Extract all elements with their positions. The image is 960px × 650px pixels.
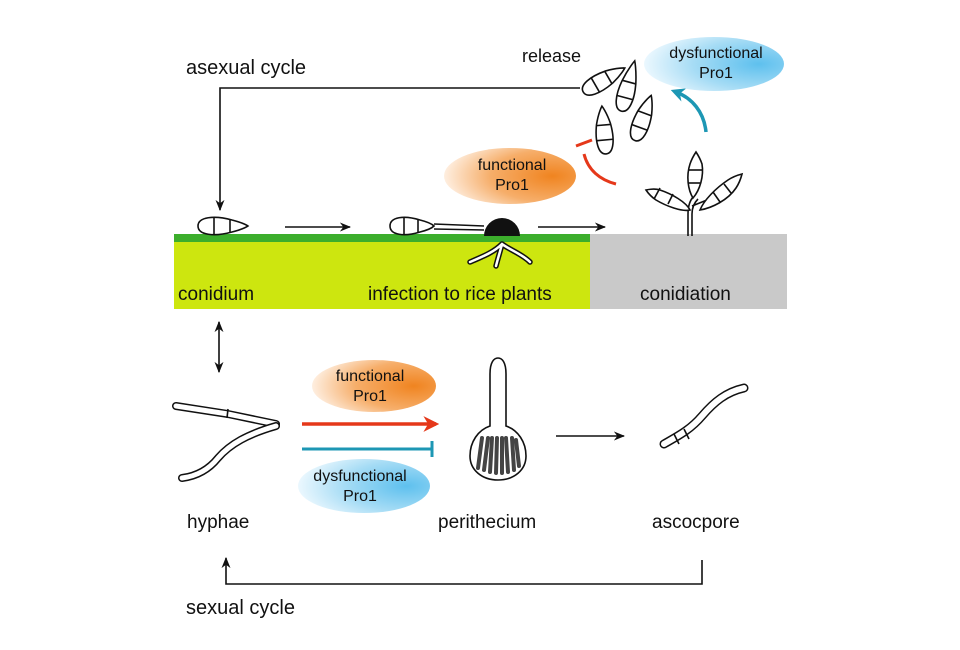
label-asexual-cycle: asexual cycle <box>186 57 306 79</box>
perithecium-icon <box>469 357 527 481</box>
functional-pro1-badge-top: functional Pro1 <box>444 148 576 204</box>
dysfunctional-pro1-badge-top: dysfunctional Pro1 <box>644 37 784 91</box>
label-sexual-cycle: sexual cycle <box>186 597 295 619</box>
svg-text:functional: functional <box>478 157 547 174</box>
label-release: release <box>522 46 581 66</box>
sexual-cycle-loop-arrow <box>221 556 703 585</box>
rice-leaf-edge <box>174 234 590 242</box>
infecting-conidium-icon <box>389 216 485 236</box>
appressorium-icon <box>484 218 520 236</box>
label-perithecium: perithecium <box>438 512 536 533</box>
label-hyphae: hyphae <box>187 512 249 533</box>
rice-leaf-surface <box>174 236 590 309</box>
inhibition-arc-red <box>582 153 617 186</box>
conidium-spore-icon <box>197 216 250 236</box>
svg-text:functional: functional <box>336 368 405 385</box>
hyphae-icon <box>172 402 280 482</box>
asexual-cycle-loop-arrow <box>215 87 580 212</box>
release-arrow-teal <box>670 88 708 133</box>
label-conidiation: conidiation <box>640 284 731 305</box>
svg-text:Pro1: Pro1 <box>495 177 529 194</box>
released-conidia-icon <box>581 59 653 155</box>
label-infection: infection to rice plants <box>368 284 552 305</box>
label-ascospore: ascocpore <box>652 512 740 533</box>
functional-pro1-badge-mid: functional Pro1 <box>312 360 436 412</box>
conidiophore-icon <box>644 150 744 236</box>
asci-cluster <box>476 436 521 475</box>
svg-text:dysfunctional: dysfunctional <box>313 468 406 485</box>
label-conidium: conidium <box>178 284 254 305</box>
svg-text:dysfunctional: dysfunctional <box>669 45 762 62</box>
svg-text:Pro1: Pro1 <box>699 65 733 82</box>
svg-text:Pro1: Pro1 <box>353 388 387 405</box>
ascospore-icon <box>659 383 749 449</box>
svg-text:Pro1: Pro1 <box>343 488 377 505</box>
inhibition-bar-red <box>575 138 593 148</box>
conidiation-zone <box>590 234 787 309</box>
dysfunctional-pro1-badge-mid: dysfunctional Pro1 <box>298 459 430 513</box>
